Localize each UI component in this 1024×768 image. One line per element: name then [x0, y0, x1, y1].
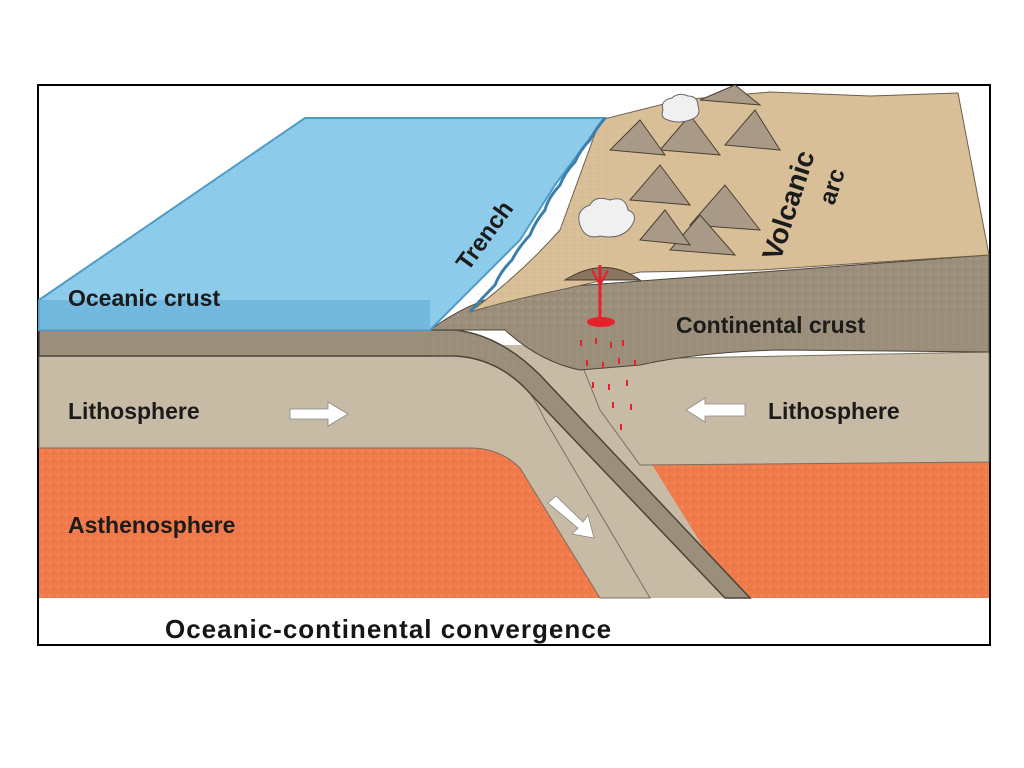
- arrow-right-icon: [289, 401, 349, 427]
- trench-edge: [468, 117, 607, 313]
- volcano-cone: [563, 267, 642, 281]
- label-continental-crust: Continental crust: [676, 312, 865, 338]
- label-lithosphere-right: Lithosphere: [768, 398, 900, 424]
- ash-cloud-icon: [578, 93, 700, 238]
- arrow-down-icon: [547, 495, 595, 539]
- label-oceanic-crust: Oceanic crust: [68, 285, 220, 311]
- magma-plume-icon: [580, 265, 636, 430]
- arrow-left-icon: [685, 397, 746, 423]
- volcanic-arc-mountains: [608, 84, 781, 256]
- label-asthenosphere: Asthenosphere: [68, 512, 235, 538]
- diagram-caption: Oceanic-continental convergence: [165, 614, 612, 644]
- label-lithosphere-left: Lithosphere: [68, 398, 200, 424]
